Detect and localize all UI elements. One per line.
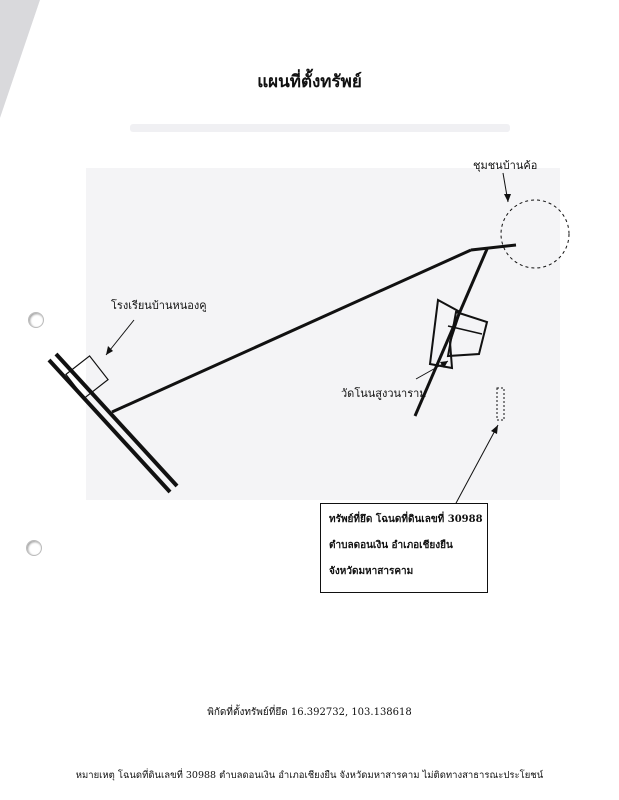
subdistrict-district-text: ตำบลดอนเงิน อำเภอเชียงยืน — [329, 540, 453, 551]
property-coordinates: พิกัดที่ตั้งทรัพย์ที่ยึด 16.392732, 103.… — [207, 707, 412, 718]
temple-road — [413, 248, 489, 417]
punch-hole-top — [28, 312, 44, 328]
punch-hole-bottom — [26, 540, 42, 556]
temple-parcel-a — [428, 298, 462, 370]
province-text: จังหวัดมหาสารคาม — [329, 566, 414, 577]
temple-label: วัดโนนสูงวนาราม — [341, 387, 427, 400]
property-plot — [496, 387, 505, 421]
school-label: โรงเรียนบ้านหนองคู — [111, 299, 207, 312]
highway-line-a — [47, 358, 172, 494]
road-to-village — [470, 243, 517, 252]
main-road — [111, 248, 472, 414]
school-marker — [65, 355, 109, 399]
deed-number-text: ทรัพย์ที่ยึด โฉนดที่ดินเลขที่ 30988 — [329, 514, 483, 525]
faded-subtitle-strip — [130, 124, 510, 132]
footer-note: หมายเหตุ โฉนดที่ดินเลขที่ 30988 ตำบลดอนเ… — [75, 770, 544, 781]
village-circle — [500, 199, 570, 269]
school-arrowhead — [106, 346, 113, 355]
community-label: ชุมชนบ้านค้อ — [473, 159, 538, 172]
map-title: แผนที่ตั้งทรัพย์ — [257, 72, 362, 92]
temple-parcel-divider — [447, 325, 483, 335]
property-arrowhead — [491, 425, 498, 434]
highway-line-b — [54, 352, 179, 488]
property-pointer — [454, 424, 499, 506]
property-info-box: ทรัพย์ที่ยึด โฉนดที่ดินเลขที่ 30988 ตำบล… — [320, 503, 488, 593]
temple-arrowhead — [440, 361, 448, 368]
temple-parcel-b — [446, 310, 489, 358]
village-arrowhead — [504, 194, 511, 202]
